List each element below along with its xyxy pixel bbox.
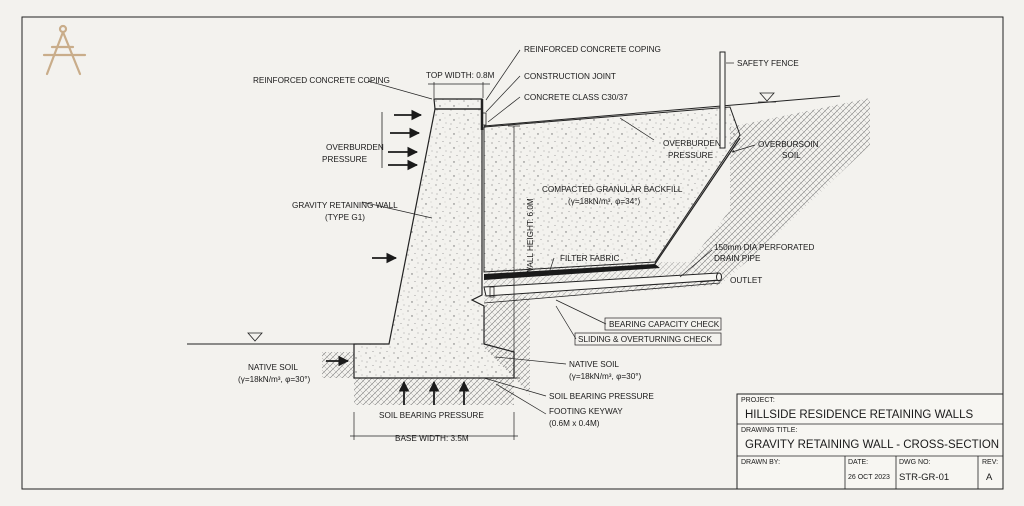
label-outlet: OUTLET	[730, 276, 762, 285]
tb-project: HILLSIDE RESIDENCE RETAINING WALLS	[745, 409, 973, 421]
tb-drawing-title: GRAVITY RETAINING WALL - CROSS-SECTION	[745, 439, 999, 451]
label-native-soil-right-1: NATIVE SOIL	[569, 360, 619, 369]
label-overburden-mid-2: PRESSURE	[668, 151, 714, 160]
label-base-width: BASE WIDTH: 3.5M	[395, 434, 469, 443]
label-coping-left: REINFORCED CONCRETE COPING	[253, 76, 390, 85]
tb-date: 26 OCT 2023	[848, 474, 890, 481]
tb-date-label: DATE:	[848, 459, 868, 466]
label-top-width: TOP WIDTH: 0.8M	[426, 71, 495, 80]
label-footing-keyway-2: (0.6M x 0.4M)	[549, 419, 600, 428]
granular-backfill	[483, 106, 741, 273]
sliding-check-box	[574, 332, 722, 346]
label-gravity-wall-1: GRAVITY RETAINING WALL	[292, 201, 398, 210]
tb-rev: A	[986, 472, 993, 483]
tb-dwg-no-label: DWG NO:	[899, 459, 931, 466]
label-coping-right: REINFORCED CONCRETE COPING	[524, 45, 661, 54]
safety-fence	[719, 51, 726, 149]
label-overburden-left-1: OVERBURDEN	[326, 143, 384, 152]
label-overburden-mid-1: OVERBURDEN	[663, 139, 721, 148]
label-drain-pipe-1: 150mm DIA PERFORATED	[714, 243, 814, 252]
label-safety-fence: SAFETY FENCE	[737, 59, 799, 68]
label-backfill-1: COMPACTED GRANULAR BACKFILL	[542, 185, 683, 194]
label-native-soil-left-1: NATIVE SOIL	[248, 363, 298, 372]
label-overburden-left-2: PRESSURE	[322, 155, 368, 164]
tb-drawing-title-label: DRAWING TITLE:	[741, 427, 797, 434]
label-footing-keyway-1: FOOTING KEYWAY	[549, 407, 623, 416]
label-native-soil-right-2: (γ=18kN/m³, φ=30°)	[569, 372, 642, 381]
filter-fabric	[484, 264, 660, 280]
label-overbursoin-1: OVERBURSOIN	[758, 140, 819, 149]
overburden-pressure-arrows	[326, 109, 423, 367]
soil-bearing-arrows	[398, 380, 470, 405]
label-concrete-class: CONCRETE CLASS C30/37	[524, 93, 628, 102]
gravity-retaining-wall	[353, 108, 515, 379]
label-bearing-capacity: BEARING CAPACITY CHECK	[609, 320, 720, 329]
label-soil-bearing-right: SOIL BEARING PRESSURE	[549, 392, 654, 401]
drafting-compass-icon	[42, 24, 87, 76]
label-sliding-check: SLIDING & OVERTURNING CHECK	[578, 335, 713, 344]
label-construction-joint: CONSTRUCTION JOINT	[524, 72, 616, 81]
title-block: PROJECT: HILLSIDE RESIDENCE RETAINING WA…	[736, 393, 1004, 490]
label-soil-bearing-bottom: SOIL BEARING PRESSURE	[379, 411, 484, 420]
label-overbursoin-2: SOIL	[782, 151, 801, 160]
tb-project-label: PROJECT:	[741, 397, 775, 404]
annotation-labels: REINFORCED CONCRETE COPING TOP WIDTH: 0.…	[238, 45, 819, 443]
tb-dwg-no: STR-GR-01	[899, 472, 949, 483]
leader-lines	[361, 49, 756, 415]
label-wall-height: WALL HEIGHT: 6.0M	[526, 198, 535, 275]
label-drain-pipe-2: DRAIN PIPE	[714, 254, 761, 263]
coping	[433, 98, 483, 110]
sheet-border	[21, 16, 1004, 490]
tb-rev-label: REV:	[982, 459, 998, 466]
label-native-soil-left-2: (γ=18kN/m³, φ=30°)	[238, 375, 311, 384]
label-gravity-wall-2: (TYPE G1)	[325, 213, 365, 222]
label-backfill-2: (γ=18kN/m³, φ=34°)	[568, 197, 641, 206]
label-filter-fabric: FILTER FABRIC	[560, 254, 620, 263]
tb-drawn-by-label: DRAWN BY:	[741, 459, 780, 466]
bearing-check-box	[604, 317, 722, 331]
